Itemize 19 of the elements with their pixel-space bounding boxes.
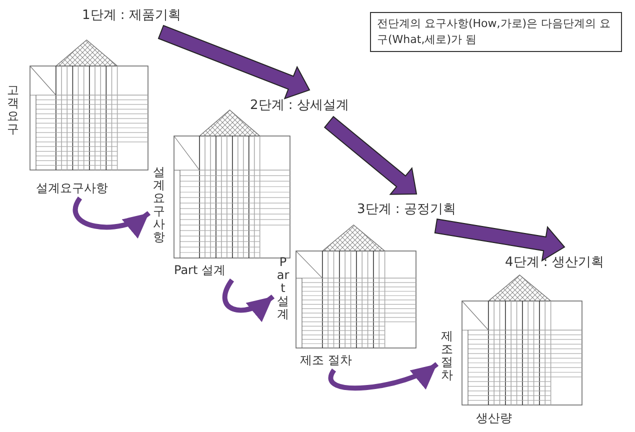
axis-label: Part 설계	[276, 256, 290, 321]
block-arrow	[324, 116, 418, 195]
phase-title: 2단계 : 상세설계	[250, 98, 349, 114]
axis-label: 제조 절차	[300, 352, 352, 368]
axis-label: 설계요구사항	[152, 166, 166, 244]
phase-title: 3단계 : 공정기획	[357, 202, 456, 218]
axis-label: 제조절차	[440, 330, 454, 382]
axis-label: Part 설계	[174, 262, 226, 278]
axis-label: 고객요구	[6, 84, 20, 136]
axis-label: 생산량	[476, 410, 512, 426]
curved-arrow	[328, 362, 438, 391]
curved-arrow	[73, 196, 150, 238]
phase-title: 1단계 : 제품기획	[82, 8, 181, 24]
curved-arrow	[222, 278, 274, 322]
phase-title: 4단계 : 생산기획	[505, 255, 604, 271]
note-box: 전단계의 요구사항(How,가로)은 다음단계의 요구(What,세로)가 됨	[370, 12, 622, 52]
block-arrow	[158, 24, 310, 100]
axis-label: 설계요구사항	[36, 180, 108, 196]
block-arrow	[434, 218, 566, 262]
